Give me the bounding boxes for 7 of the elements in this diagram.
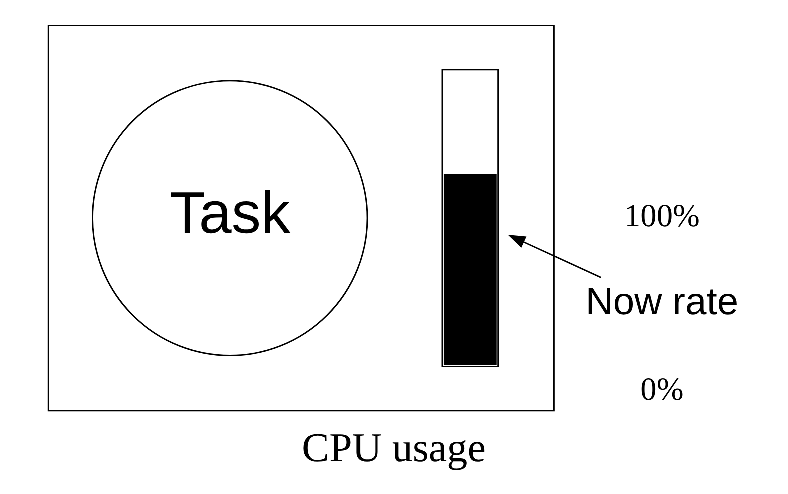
node-circle: Task [92, 80, 368, 356]
node-text: Now rate [586, 280, 739, 324]
label: 100% [624, 198, 700, 234]
arrow [508, 234, 602, 278]
cluster [48, 25, 555, 412]
label: 0% [640, 370, 684, 407]
caption: CPU usage [302, 424, 486, 470]
